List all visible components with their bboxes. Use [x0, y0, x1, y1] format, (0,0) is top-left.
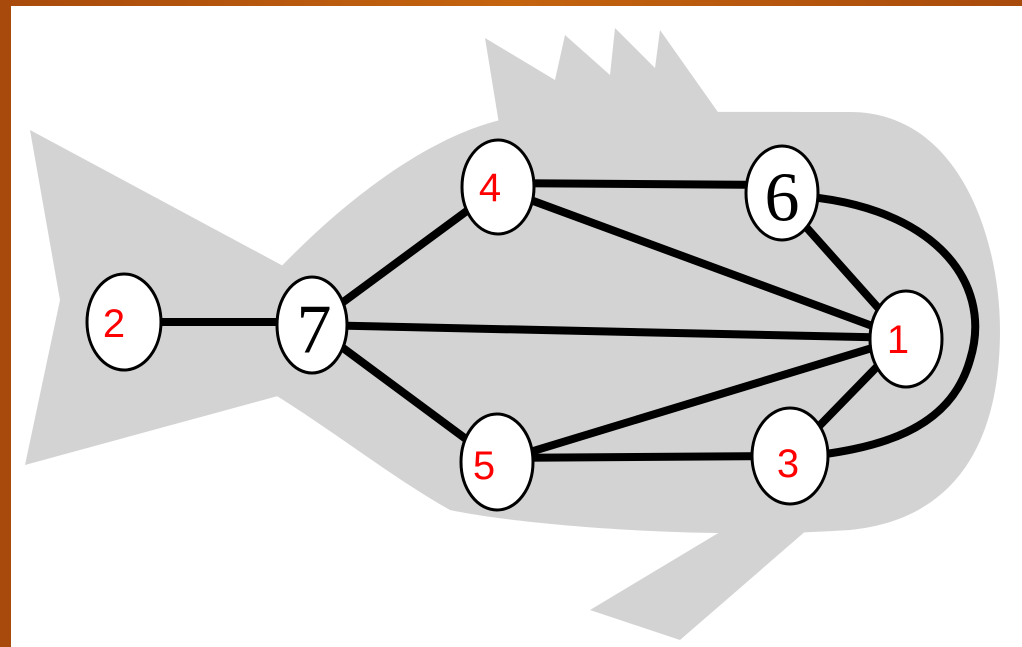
node-3: 3 [750, 406, 830, 506]
edge-5-3 [493, 452, 794, 462]
node-1: 1 [868, 289, 944, 389]
node-label: 5 [473, 444, 495, 488]
node-label: 6 [765, 160, 800, 237]
node-5: 5 [459, 412, 535, 512]
node-2: 2 [85, 272, 163, 372]
edge-4-6 [494, 179, 786, 189]
node-7: 7 [275, 275, 349, 375]
node-6: 6 [744, 144, 820, 242]
edge-6-3 [778, 191, 980, 462]
node-label: 1 [887, 318, 909, 362]
fish-tail [25, 130, 300, 465]
node-label: 4 [479, 166, 501, 210]
fish-belly-fin [590, 510, 830, 640]
fish-dorsal-fin [485, 28, 720, 130]
node-label: 3 [777, 442, 799, 486]
edge-5-1 [493, 334, 909, 466]
edge-4-1 [494, 184, 909, 342]
node-4: 4 [460, 138, 536, 236]
node-label: 7 [297, 292, 332, 369]
graph-nodes: 2 7 4 6 1 5 3 [85, 138, 944, 512]
edge-7-1 [308, 321, 909, 342]
node-label: 2 [103, 302, 125, 346]
